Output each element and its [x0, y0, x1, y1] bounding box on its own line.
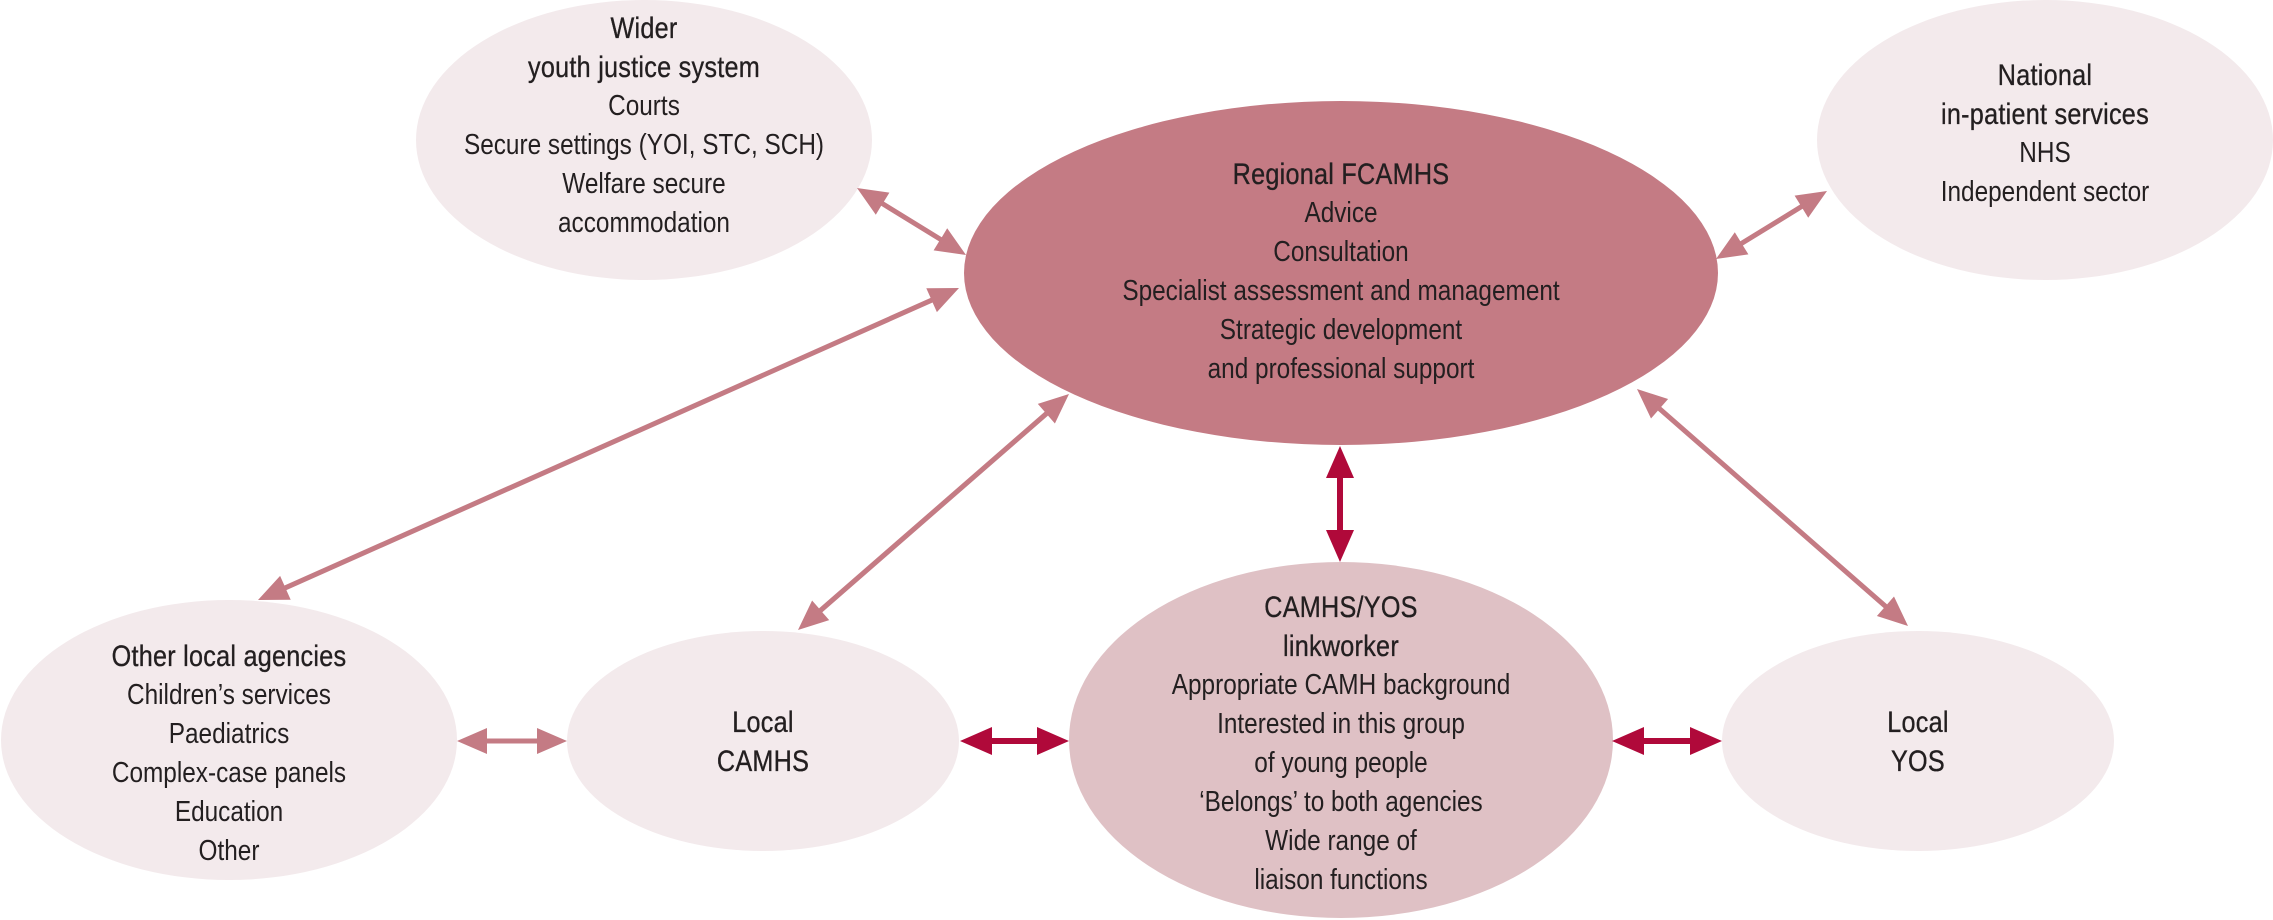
node-regional-fcamhs	[964, 101, 1718, 445]
node-local-yos	[1722, 631, 2114, 851]
node-item: Complex-case panels	[111, 757, 347, 789]
arrow-local-camhs-to-camhs-yos-linkworker	[960, 727, 1069, 755]
arrow-camhs-yos-linkworker-to-regional-fcamhs	[1326, 446, 1354, 562]
node-title: YOS	[1891, 745, 1945, 778]
arrow-local-yos-to-regional-fcamhs	[1637, 389, 1908, 626]
node-title: Wider	[610, 12, 678, 45]
node-item: Specialist assessment and management	[1122, 275, 1560, 307]
node-title: Regional FCAMHS	[1232, 158, 1450, 191]
node-item: ‘Belongs’ to both agencies	[1199, 786, 1483, 818]
node-item: Education	[174, 796, 284, 828]
node-item: accommodation	[558, 207, 730, 239]
arrow-camhs-yos-linkworker-to-local-yos	[1612, 727, 1722, 755]
node-item: Wide range of	[1265, 825, 1417, 857]
node-item: Secure settings (YOI, STC, SCH)	[463, 129, 825, 161]
node-title: CAMHS	[716, 745, 810, 778]
node-item: of young people	[1254, 747, 1428, 779]
node-item: Strategic development	[1219, 314, 1463, 346]
arrow-other-local-agencies-to-regional-fcamhs	[258, 288, 959, 600]
arrow-other-local-agencies-to-local-camhs	[457, 728, 567, 754]
node-title: Local	[1887, 706, 1949, 739]
node-item: Independent sector	[1940, 176, 2150, 208]
node-item: Children’s services	[127, 679, 331, 711]
node-item: Courts	[608, 90, 680, 122]
node-title: National	[1997, 59, 2093, 92]
node-item: Other	[198, 835, 260, 867]
node-title: Other local agencies	[111, 640, 347, 673]
node-item: Interested in this group	[1217, 708, 1465, 740]
arrow-wider-youth-justice-to-regional-fcamhs	[857, 188, 966, 255]
node-item: Paediatrics	[168, 718, 290, 750]
node-item: Advice	[1304, 197, 1378, 229]
arrow-national-inpatient-to-regional-fcamhs	[1716, 191, 1827, 259]
node-item: liaison functions	[1254, 864, 1428, 896]
node-item: NHS	[2019, 137, 2071, 169]
node-other-local-agencies	[1, 600, 457, 880]
node-item: Appropriate CAMH background	[1171, 669, 1511, 701]
node-local-camhs	[567, 631, 959, 851]
node-title: linkworker	[1283, 630, 1399, 663]
arrow-local-camhs-to-regional-fcamhs	[798, 394, 1069, 630]
node-item: Consultation	[1273, 236, 1409, 268]
node-camhs-yos-linkworker	[1069, 562, 1613, 918]
node-national-inpatient	[1817, 0, 2273, 280]
node-item: Welfare secure	[562, 168, 726, 200]
node-item: and professional support	[1207, 353, 1475, 385]
node-wider-youth-justice	[416, 0, 872, 280]
node-title: in-patient services	[1941, 98, 2149, 131]
node-title: CAMHS/YOS	[1264, 591, 1418, 624]
node-title: Local	[732, 706, 794, 739]
node-title: youth justice system	[528, 51, 760, 84]
